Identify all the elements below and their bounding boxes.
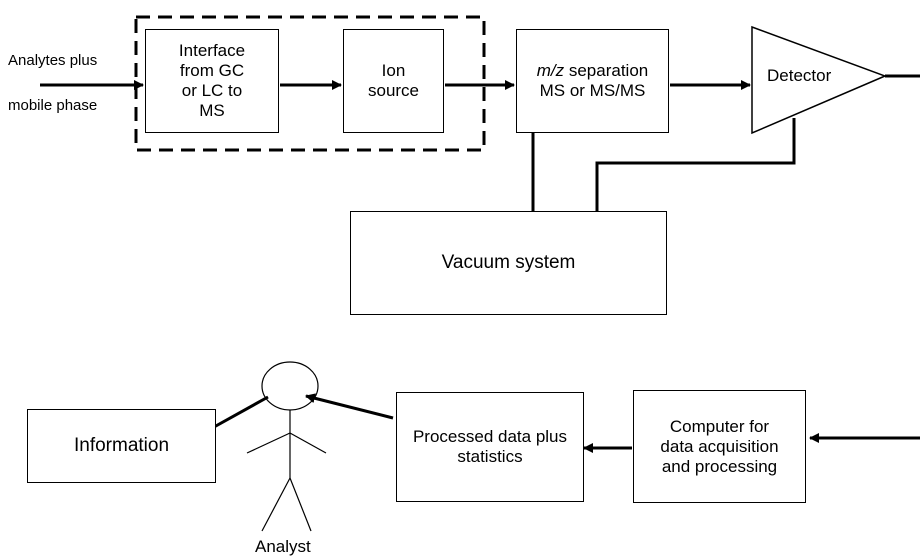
- separation-label-line1: m/z separation: [537, 61, 649, 81]
- ion-source-label: Ion source: [367, 61, 420, 100]
- processed-data-box: Processed data plus statistics: [396, 392, 584, 502]
- vacuum-system-label: Vacuum system: [441, 252, 576, 273]
- vacuum-line-detector: [595, 118, 796, 211]
- information-label: Information: [73, 435, 170, 456]
- separation-mz: m/z: [536, 61, 565, 80]
- computer-label: Computer for data acquisition and proces…: [660, 416, 779, 476]
- interface-label: Interface from GC or LC to MS: [178, 41, 246, 120]
- input-label-line1: Analytes plus: [8, 52, 98, 69]
- separation-word: separation: [564, 61, 649, 80]
- vacuum-system-box: Vacuum system: [350, 211, 667, 315]
- detector-label: Detector: [767, 66, 832, 85]
- separation-box: m/z separation MS or MS/MS: [516, 29, 669, 133]
- analyst-label: Analyst: [255, 537, 311, 556]
- arrow-processed-to-analyst: [305, 393, 394, 420]
- processed-data-label: Processed data plus statistics: [412, 427, 568, 466]
- analyst-figure: [246, 361, 327, 532]
- computer-box: Computer for data acquisition and proces…: [633, 390, 806, 503]
- separation-label-line2: MS or MS/MS: [539, 81, 646, 100]
- detector-triangle: [751, 25, 888, 135]
- ion-source-box: Ion source: [343, 29, 444, 133]
- interface-box: Interface from GC or LC to MS: [145, 29, 279, 133]
- information-box: Information: [27, 409, 216, 483]
- input-label-line2: mobile phase: [8, 97, 98, 114]
